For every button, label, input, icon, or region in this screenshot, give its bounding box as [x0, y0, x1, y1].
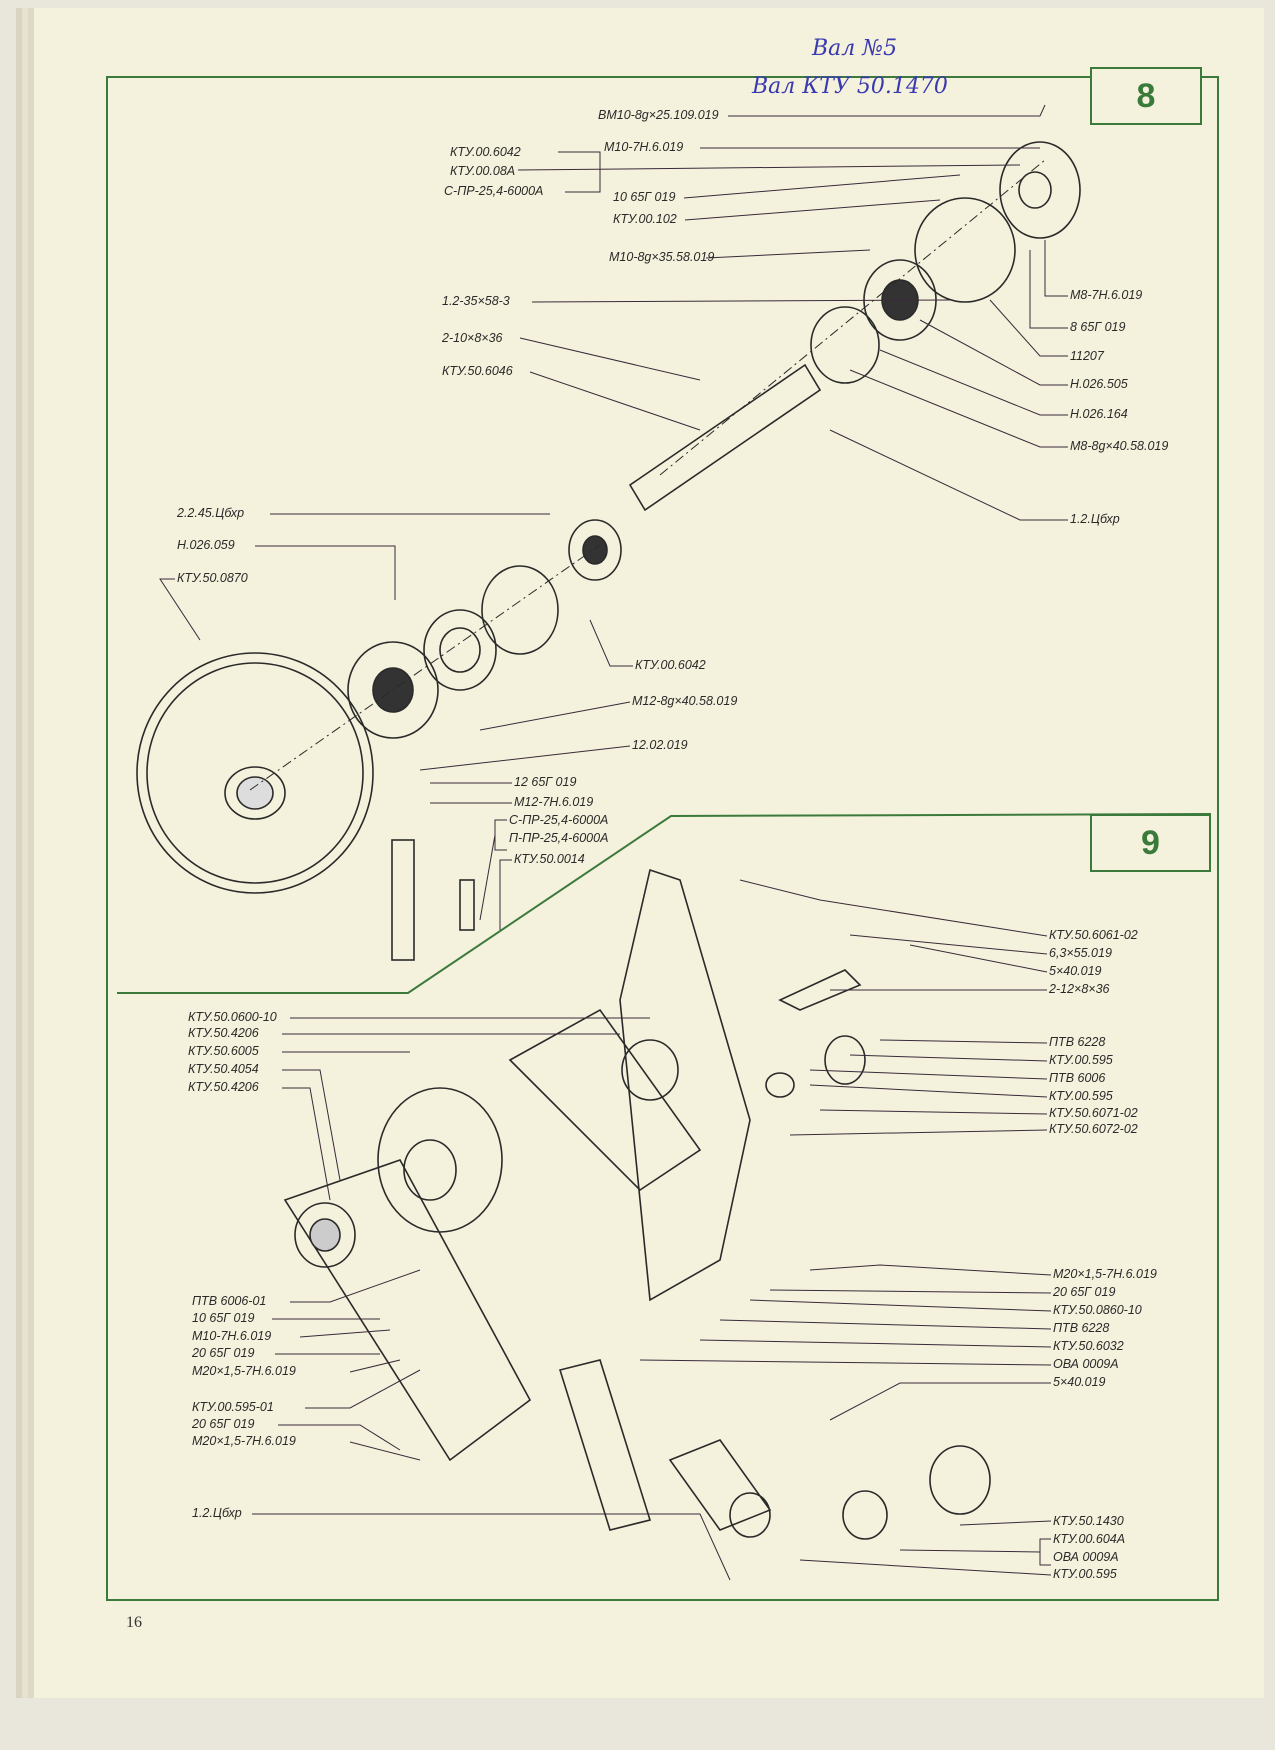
part-label: ПТВ 6006-01 — [192, 1294, 267, 1308]
figure-8-number: 8 — [1090, 67, 1202, 125]
part-label: КТУ.50.4206 — [188, 1026, 259, 1040]
part-label: КТУ.00.102 — [613, 212, 677, 226]
clutch-hub — [377, 1039, 679, 1233]
part-label: КТУ.50.6046 — [442, 364, 513, 378]
part-label: КТУ.50.4206 — [188, 1080, 259, 1094]
handwritten-note: Вал КТУ 50.1470 — [752, 74, 948, 99]
part-label: 10 65Г 019 — [613, 190, 676, 204]
part-label: М20×1,5-7Н.6.019 — [192, 1364, 296, 1378]
part-label: КТУ.00.595 — [1049, 1089, 1113, 1103]
part-label: 2-10×8×36 — [442, 331, 503, 345]
part-label: КТУ.50.1430 — [1053, 1514, 1124, 1528]
part-label: 5×40.019 — [1053, 1375, 1106, 1389]
lever-arm — [558, 1359, 991, 1540]
part-label: КТУ.00.08А — [450, 164, 516, 178]
part-label: КТУ.50.6061-02 — [1049, 928, 1138, 942]
part-label: КТУ.50.6032 — [1053, 1339, 1124, 1353]
page-number: 16 — [126, 1614, 142, 1631]
part-label: 1.2.Цбхр — [1070, 512, 1120, 526]
part-label: 8 65Г 019 — [1070, 320, 1126, 334]
part-label: ОВА 0009А — [1053, 1357, 1119, 1371]
part-label: КТУ.00.604А — [1053, 1532, 1126, 1546]
part-label: КТУ.00.595 — [1053, 1567, 1117, 1581]
figure-divider — [117, 813, 1212, 994]
part-label: М10-7Н.6.019 — [604, 140, 684, 154]
part-label: КТУ.50.0870 — [177, 571, 248, 585]
part-label: М20×1,5-7Н.6.019 — [192, 1434, 296, 1448]
figure-frame — [106, 76, 1219, 1601]
part-label: 11207 — [1070, 349, 1104, 363]
part-label: КТУ.50.4054 — [188, 1062, 259, 1076]
part-label: С-ПР-25,4-6000А — [509, 813, 609, 827]
part-label: 12 65Г 019 — [514, 775, 577, 789]
document-page — [34, 8, 1264, 1698]
part-label: М8-7Н.6.019 — [1070, 288, 1143, 302]
part-label: 5×40.019 — [1049, 964, 1102, 978]
part-label: 10 65Г 019 — [192, 1311, 255, 1325]
part-label: 20 65Г 019 — [1053, 1285, 1116, 1299]
figure-9-number: 9 — [1090, 814, 1211, 872]
part-label: М12-8g×40.58.019 — [632, 694, 738, 708]
part-label: ПТВ 6228 — [1053, 1321, 1110, 1335]
bearing-housing-lower — [347, 519, 622, 739]
pin-assembly — [765, 969, 866, 1098]
part-label: ОВА 0009А — [1053, 1550, 1119, 1564]
part-label: 1.2.Цбхр — [192, 1506, 242, 1520]
part-label: КТУ.00.595 — [1049, 1053, 1113, 1067]
part-label: 20 65Г 019 — [192, 1346, 255, 1360]
part-label: ПТВ 6006 — [1049, 1071, 1106, 1085]
part-label: КТУ.00.6042 — [450, 145, 521, 159]
part-label: Н.026.164 — [1070, 407, 1128, 421]
part-label: КТУ.50.0600-10 — [188, 1010, 277, 1024]
part-label: КТУ.50.0014 — [514, 852, 585, 866]
part-label: КТУ.50.6071-02 — [1049, 1106, 1138, 1120]
part-label: М20×1,5-7Н.6.019 — [1053, 1267, 1157, 1281]
bearing-housing-upper — [810, 141, 1081, 384]
chain — [391, 839, 475, 961]
part-label: Н.026.505 — [1070, 377, 1128, 391]
mounting-plate — [283, 868, 751, 1462]
handwritten-note: Вал №5 — [812, 36, 898, 61]
part-label: М10-8g×35.58.019 — [609, 250, 715, 264]
part-label: 6,3×55.019 — [1049, 946, 1112, 960]
part-label: 2-12×8×36 — [1049, 982, 1110, 996]
part-label: М10-7Н.6.019 — [192, 1329, 272, 1343]
part-label: КТУ.50.0860-10 — [1053, 1303, 1142, 1317]
part-label: М8-8g×40.58.019 — [1070, 439, 1169, 453]
part-label: П-ПР-25,4-6000А — [509, 831, 609, 845]
part-label: КТУ.50.6005 — [188, 1044, 259, 1058]
part-label: КТУ.00.595-01 — [192, 1400, 274, 1414]
shaft — [628, 363, 822, 512]
part-label: 2.2.45.Цбхр — [177, 506, 245, 520]
part-label: КТУ.00.6042 — [635, 658, 706, 672]
part-label: 12.02.019 — [632, 738, 688, 752]
part-label: 1.2-35×58-3 — [442, 294, 510, 308]
part-label: КТУ.50.6072-02 — [1049, 1122, 1138, 1136]
part-label: Н.026.059 — [177, 538, 235, 552]
part-label: ПТВ 6228 — [1049, 1035, 1106, 1049]
large-sprocket — [136, 652, 374, 894]
part-label: М12-7Н.6.019 — [514, 795, 594, 809]
part-label: 20 65Г 019 — [192, 1417, 255, 1431]
part-label: С-ПР-25,4-6000А — [444, 184, 544, 198]
part-label: ВМ10-8g×25.109.019 — [598, 108, 719, 122]
